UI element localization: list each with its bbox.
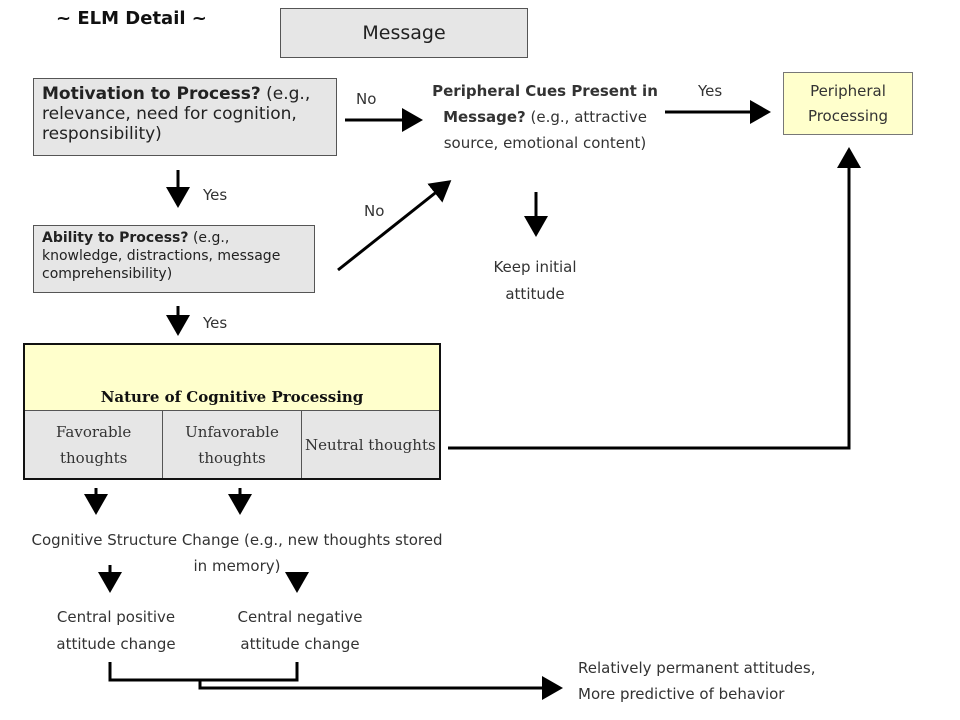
- cognitive-structure-change: Cognitive Structure Change (e.g., new th…: [31, 531, 443, 575]
- favorable-thoughts-cell: Favorable thoughts: [25, 411, 164, 478]
- central-positive-change: Central positive attitude change: [56, 608, 176, 653]
- motivation-examples: (e.g., relevance, need for cognition, re…: [42, 84, 311, 144]
- arrow-ability-no: [337, 180, 452, 272]
- nature-cells: Favorable thoughts Unfavorable thoughts …: [25, 410, 439, 478]
- yes-cues-label: Yes: [698, 82, 723, 100]
- nature-title: Nature of Cognitive Processing: [100, 388, 364, 406]
- peripheral-cues-question: Peripheral Cues Present in Message?: [432, 82, 658, 126]
- final-outcome-line2: More predictive of behavior: [578, 685, 785, 703]
- motivation-box: Motivation to Process? (e.g., relevance,…: [33, 78, 337, 156]
- peripheral-processing-label: Peripheral Processing: [807, 81, 889, 125]
- ability-box: Ability to Process? (e.g., knowledge, di…: [33, 225, 315, 293]
- final-outcome-line1: Relatively permanent attitudes,: [578, 659, 816, 677]
- nature-of-processing-box: Nature of Cognitive Processing Favorable…: [23, 343, 441, 480]
- arrow-to-final: [198, 676, 563, 700]
- unfavorable-thoughts-cell: Unfavorable thoughts: [163, 411, 302, 478]
- neutral-thoughts-cell: Neutral thoughts: [301, 411, 439, 478]
- peripheral-processing-box: Peripheral Processing: [783, 72, 913, 135]
- no-motivation-label: No: [356, 90, 377, 108]
- peripheral-cues-examples: (e.g., attractive source, emotional cont…: [443, 108, 647, 152]
- diagram-title: ~ ELM Detail ~: [56, 8, 207, 29]
- central-negative-change: Central negative attitude change: [237, 608, 363, 653]
- no-ability-label: No: [364, 202, 385, 220]
- yes-ability-label: Yes: [203, 314, 228, 332]
- keep-initial-attitude: Keep initial attitude: [493, 258, 577, 303]
- peripheral-cues-text: Peripheral Cues Present in Message? (e.g…: [430, 78, 660, 156]
- ability-question: Ability to Process?: [42, 230, 189, 246]
- yes-motivation-label: Yes: [203, 186, 228, 204]
- motivation-question: Motivation to Process?: [42, 84, 261, 104]
- ability-examples: (e.g., knowledge, distractions, message …: [42, 230, 281, 282]
- message-box: Message: [280, 8, 528, 58]
- arrow-neutral-to-peripheral: [448, 147, 861, 450]
- bracket-final: [108, 662, 299, 682]
- final-outcome: Relatively permanent attitudes, More pre…: [578, 655, 816, 707]
